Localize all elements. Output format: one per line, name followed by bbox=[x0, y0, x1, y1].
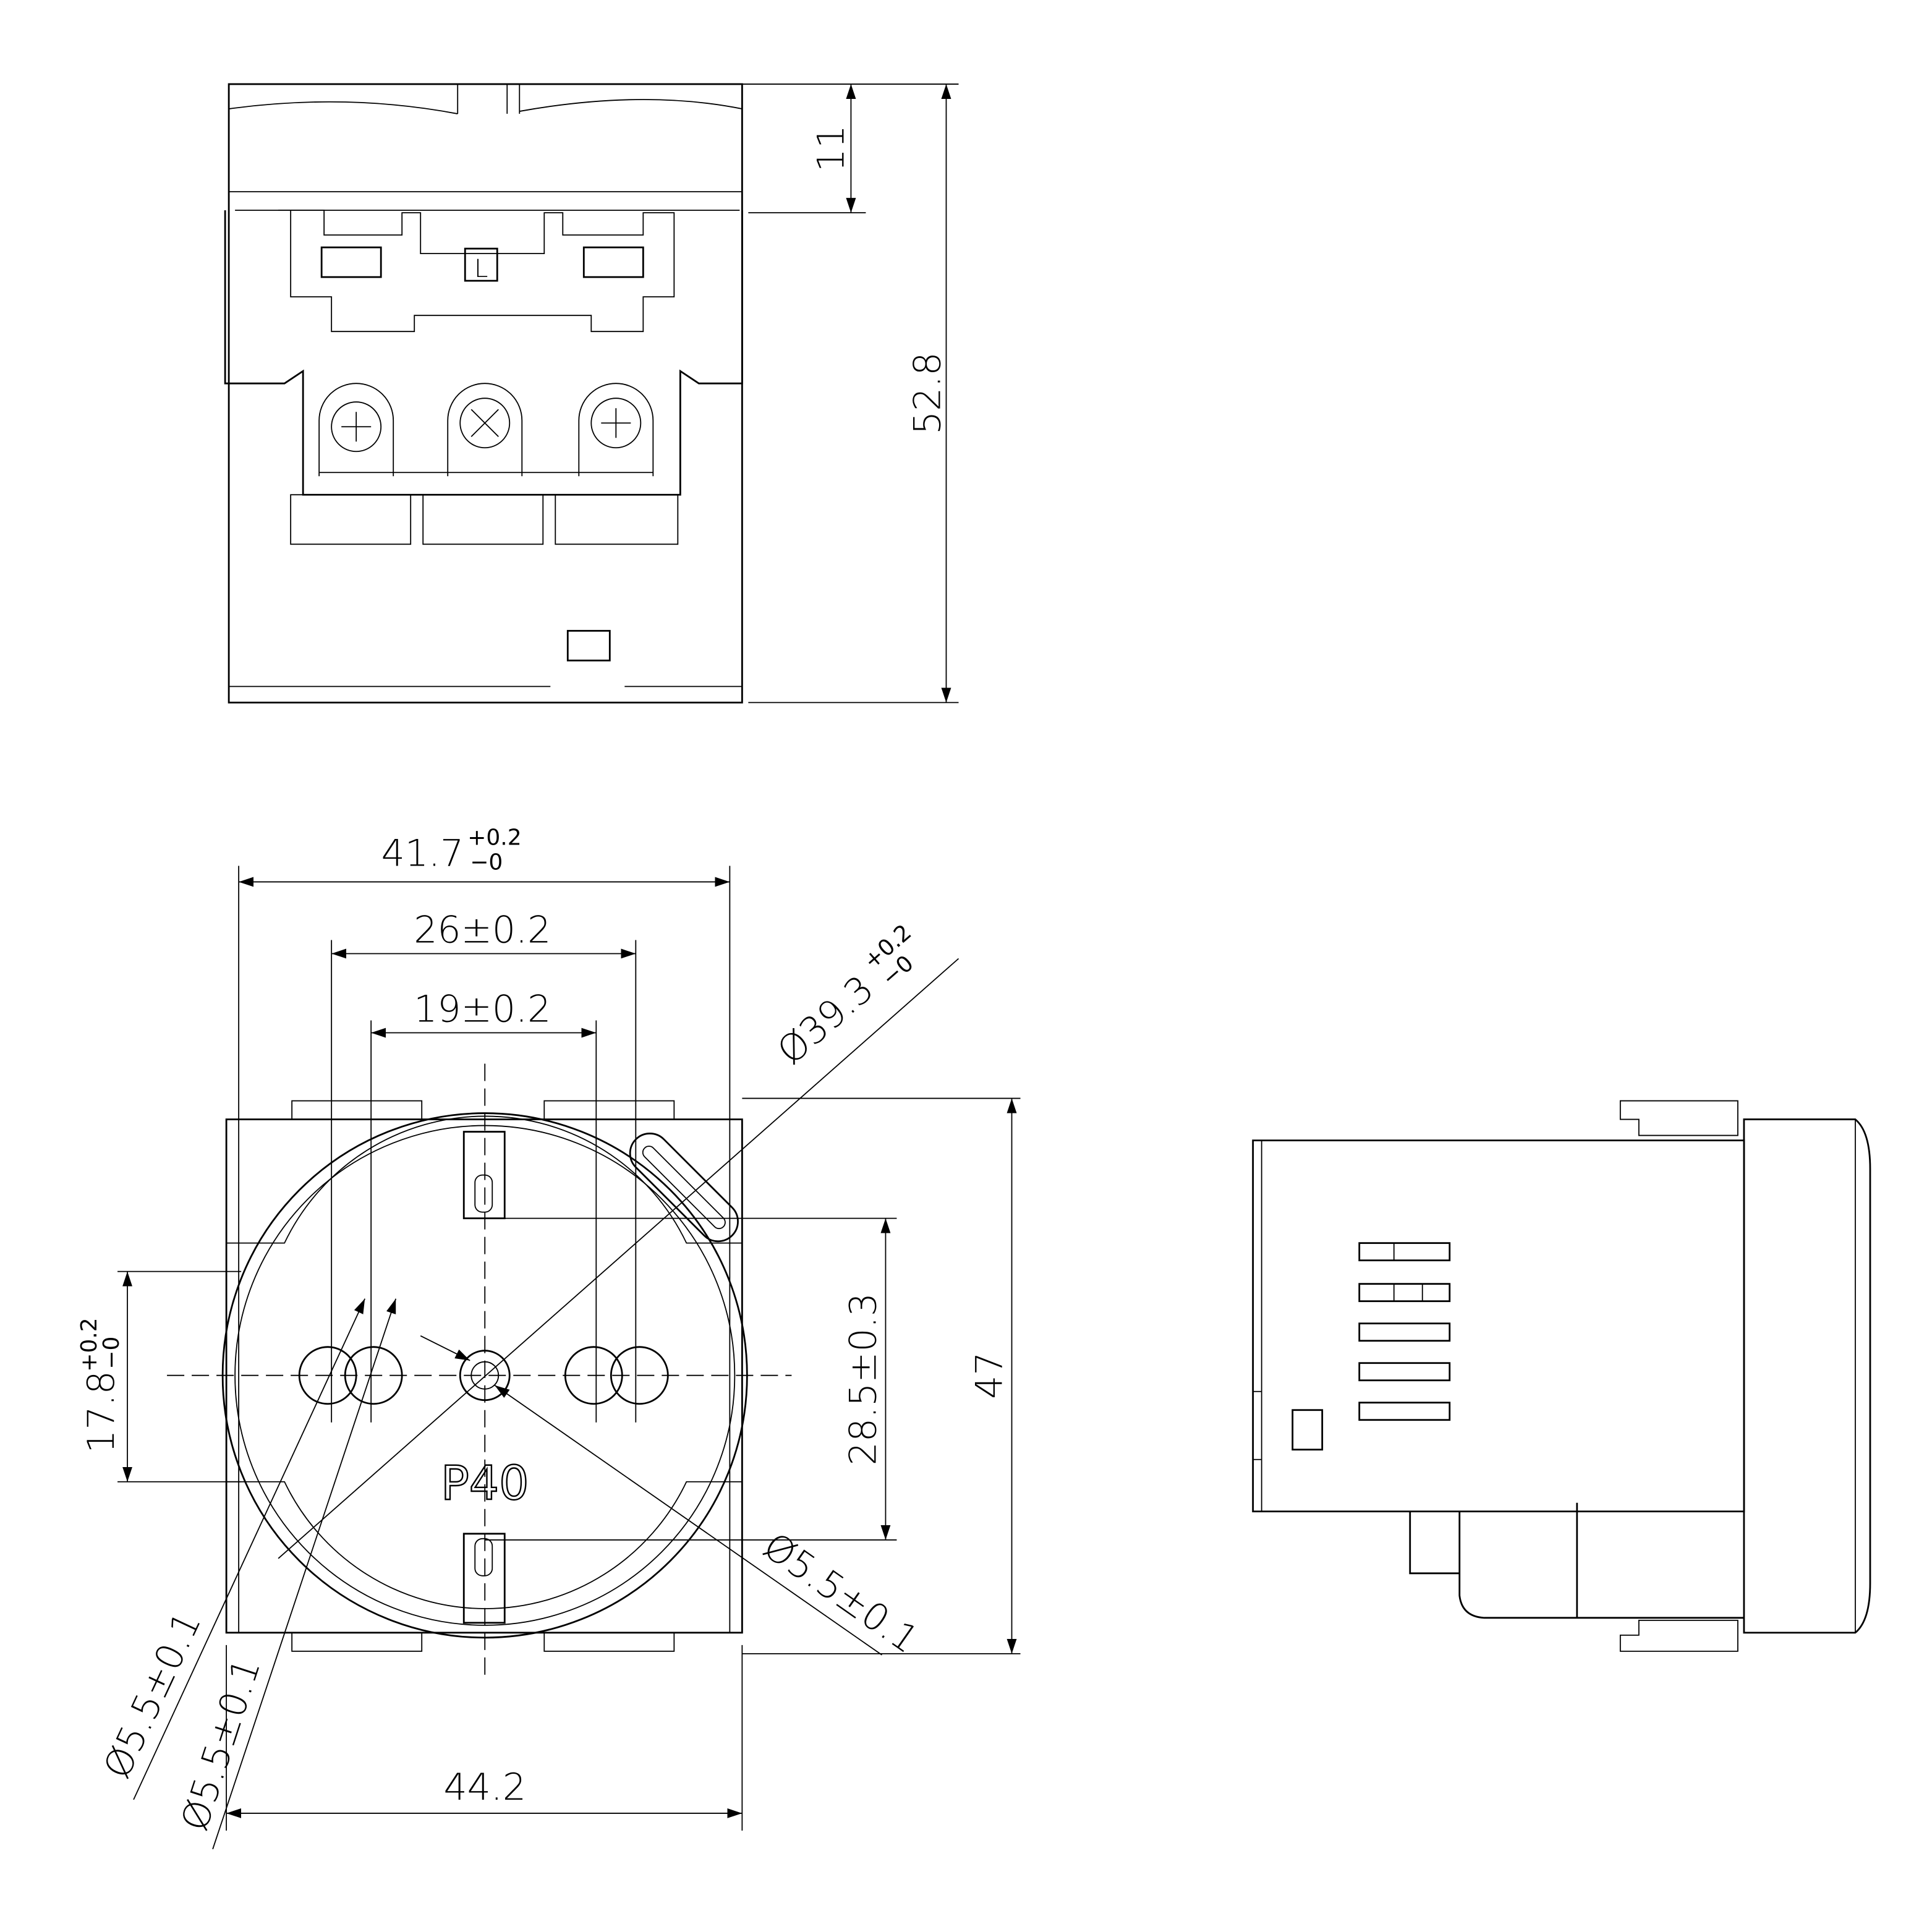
terminal-label: L bbox=[474, 255, 488, 283]
dim-52-8: 52.8 bbox=[906, 352, 949, 435]
screw-icon bbox=[578, 383, 654, 477]
screw-icon bbox=[318, 383, 394, 477]
dim-47: 47 bbox=[968, 1352, 1011, 1399]
dim-28-5: 28.5±0.3 bbox=[841, 1293, 885, 1465]
top-view: L 11 52.8 bbox=[224, 83, 959, 704]
screw-icon bbox=[447, 383, 523, 477]
dim-diameter-39-3: Ø39.3 bbox=[769, 967, 882, 1073]
hole-dim-right: Ø5.5±0.1 bbox=[755, 1525, 926, 1662]
dim-11: 11 bbox=[809, 125, 853, 172]
front-view: P40 41.7 +0.2 −0 26±0.2 19±0.2 Ø39.3 +0.… bbox=[77, 825, 1021, 1850]
dim-41-7-tol-plus: +0.2 bbox=[467, 825, 521, 850]
terminal-label-box bbox=[464, 247, 498, 282]
side-view bbox=[1252, 1100, 1871, 1652]
dim-17-8-tol-plus: +0.2 bbox=[77, 1317, 102, 1371]
dim-17-8: 17.8 bbox=[80, 1371, 123, 1453]
dim-17-8-tol-minus: −0 bbox=[99, 1337, 124, 1369]
dim-26: 26±0.2 bbox=[414, 908, 551, 951]
dim-44-2: 44.2 bbox=[443, 1766, 526, 1809]
hole-dim-left-2: Ø5.5±0.1 bbox=[173, 1653, 270, 1836]
dim-41-7-tol-minus: −0 bbox=[470, 849, 503, 875]
dim-41-7: 41.7 bbox=[381, 832, 464, 875]
dim-19: 19±0.2 bbox=[414, 988, 551, 1031]
